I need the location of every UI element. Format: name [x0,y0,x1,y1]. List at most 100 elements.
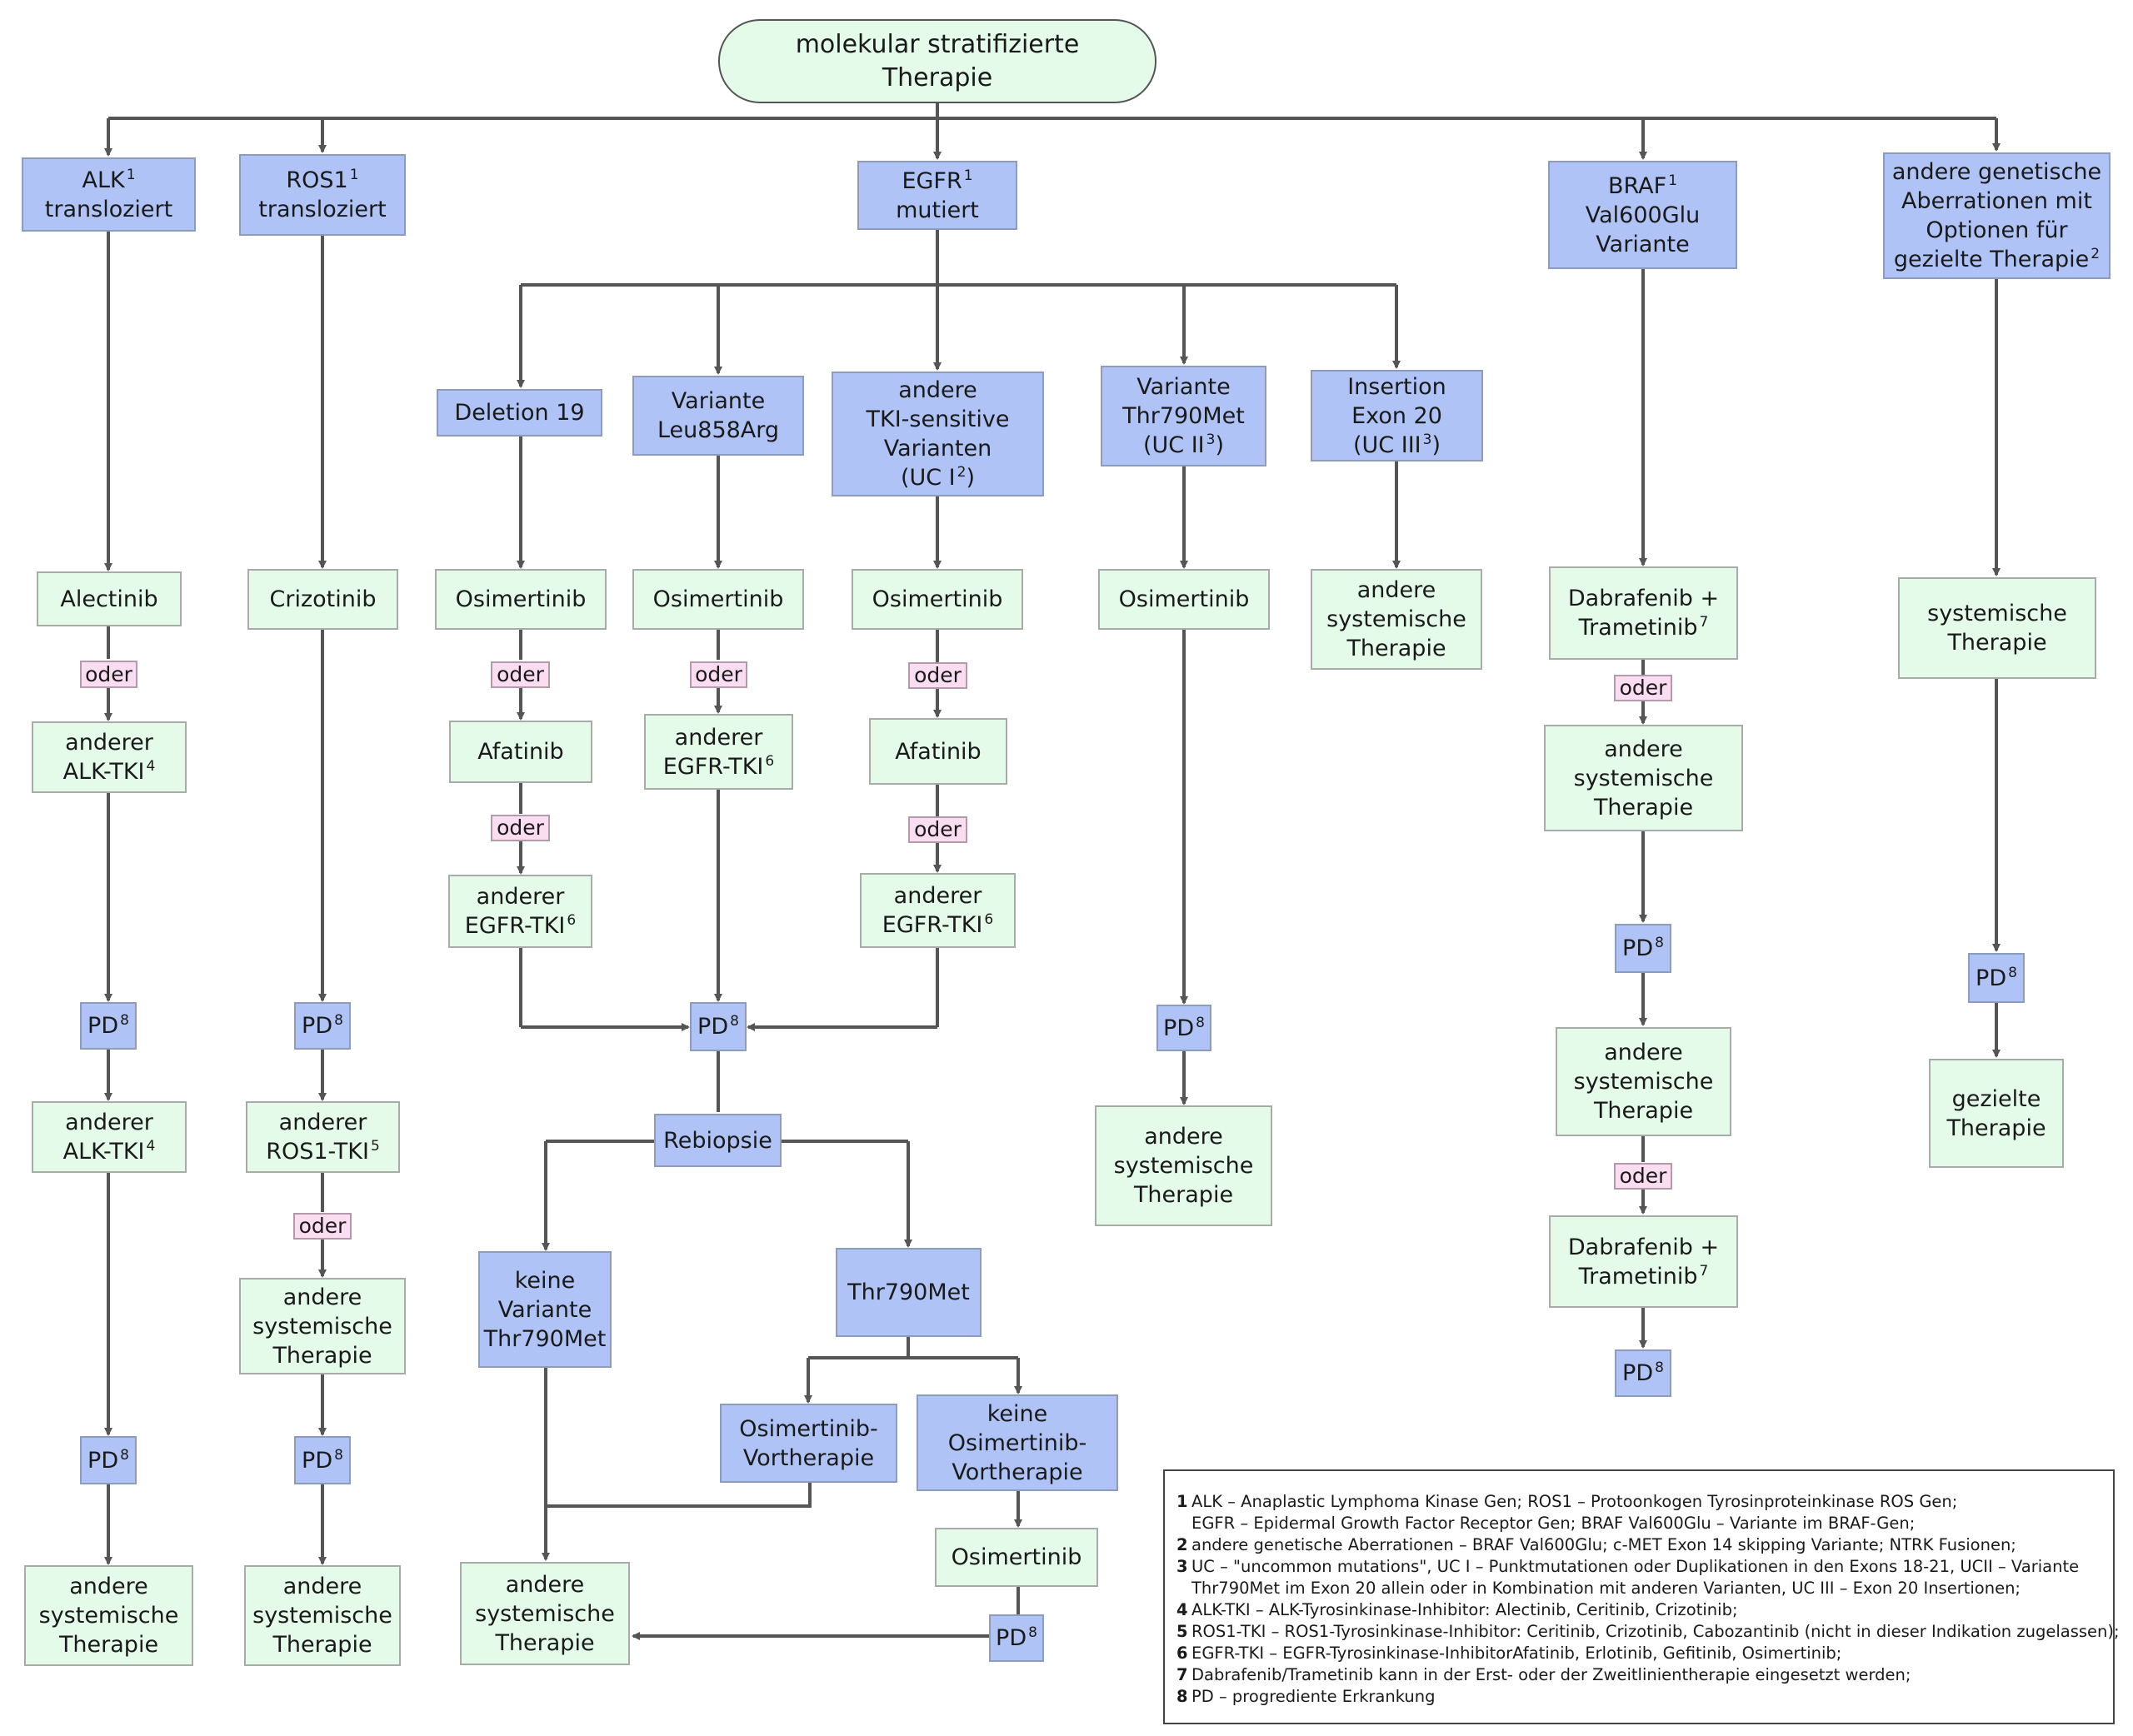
egfr-label: EGFR [902,167,962,194]
pd-label: PD [1163,1015,1195,1041]
other-line1: andere genetische [1891,159,2102,185]
legend-text: UC – "uncommon mutations", UC I – Punktm… [1191,1557,2080,1598]
node-crizotinib: Crizotinib [247,569,398,630]
anderer-egfr-line1: anderer [674,724,763,751]
tki-sens-paren: ) [966,465,976,491]
andere-sys-line1: andere [1356,577,1436,603]
ros1-tki-text: ROS1-TKI [266,1139,369,1165]
tki-sens-line1: andere [898,377,977,403]
crizotinib-label: Crizotinib [269,586,377,612]
andere-sys-line1: andere [1144,1124,1223,1150]
footnote-ref: 8 [1655,935,1664,951]
footnote-ref: 1 [963,167,973,184]
node-andere-systemische-therapie: andere systemische Therapie [244,1565,401,1666]
other-line2: Aberrationen mit [1901,188,2092,214]
alectinib-label: Alectinib [60,586,158,612]
legend-text: PD – progrediente Erkrankung [1191,1687,1436,1706]
legend-num: 3 [1176,1557,1188,1576]
andere-sys-line2: systemische [1573,765,1714,791]
node-osimertinib-vortherapie: Osimertinib- Vortherapie [720,1404,897,1483]
braf-line2: Val600Glu [1585,202,1701,228]
oder-label: oder [491,661,550,688]
legend-num: 5 [1176,1622,1188,1641]
pd-label: PD [697,1014,729,1040]
node-osimertinib: Osimertinib [435,569,607,630]
footnote-ref: 5 [370,1138,380,1155]
node-osimertinib: Osimertinib [852,569,1023,630]
legend-num: 7 [1176,1665,1188,1684]
oder-text: oder [1619,1164,1667,1188]
legend-num: 2 [1176,1535,1188,1554]
andere-sys-line3: Therapie [1593,1098,1694,1124]
andere-sys-line3: Therapie [1346,636,1446,661]
ins20-line2: Exon 20 [1351,402,1442,429]
egfr-line2: mutiert [896,197,979,223]
alk-tki-text: ALK-TKI [62,759,145,785]
pd-label: PD [1622,935,1654,961]
node-rebiopsie: Rebiopsie [654,1114,782,1167]
keine-variante-line1: keine [514,1267,576,1294]
node-gezielte-therapie: gezielte Therapie [1929,1059,2064,1168]
gezielte-line1: gezielte [1951,1085,2041,1112]
oder-label: oder [690,661,747,688]
andere-sys-line2: systemische [1113,1153,1254,1179]
systemische-line1: systemische [1927,601,2067,626]
oder-text: oder [85,661,132,686]
osimertinib-label: Osimertinib [1118,586,1250,612]
rebiopsie-label: Rebiopsie [663,1127,772,1154]
egfr-tki-text: EGFR-TKI [882,912,983,938]
footnote-ref: 1 [126,166,136,183]
ins20-line1: Insertion [1347,373,1446,400]
keine-osi-line3: Vortherapie [952,1459,1083,1485]
oder-text: oder [497,816,544,840]
node-andere-systemische-therapie: andere systemische Therapie [1311,569,1482,670]
footnote-ref: 8 [334,1446,343,1464]
footnote-ref: 8 [1196,1014,1205,1031]
node-thr790met-rebiopsy: Thr790Met [836,1248,982,1337]
keine-variante-line3: Thr790Met [483,1325,607,1352]
footnote-ref: 8 [120,1446,129,1464]
pd-label: PD [996,1625,1027,1651]
alk-label: ALK [82,167,125,193]
oder-label: oder [908,816,967,843]
other-line3: Optionen für [1926,217,2068,243]
legend-text: Dabrafenib/Trametinib kann in der Erst- … [1191,1665,1911,1684]
andere-sys-line1: andere [282,1284,362,1310]
pd-label: PD [1622,1360,1654,1386]
trametinib-text: Trametinib [1578,615,1698,641]
footnote-ref: 4 [146,758,156,775]
dabrafenib-line1: Dabrafenib + [1567,586,1720,611]
ros1-line2: transloziert [258,197,387,222]
osimertinib-label: Osimertinib [455,586,587,612]
legend-num: 6 [1176,1644,1188,1663]
root-line2: Therapie [882,62,993,92]
afatinib-label: Afatinib [895,738,982,765]
node-afatinib: Afatinib [449,721,592,783]
footnote-ref: 8 [1028,1624,1037,1641]
oder-label: oder [1614,675,1672,701]
